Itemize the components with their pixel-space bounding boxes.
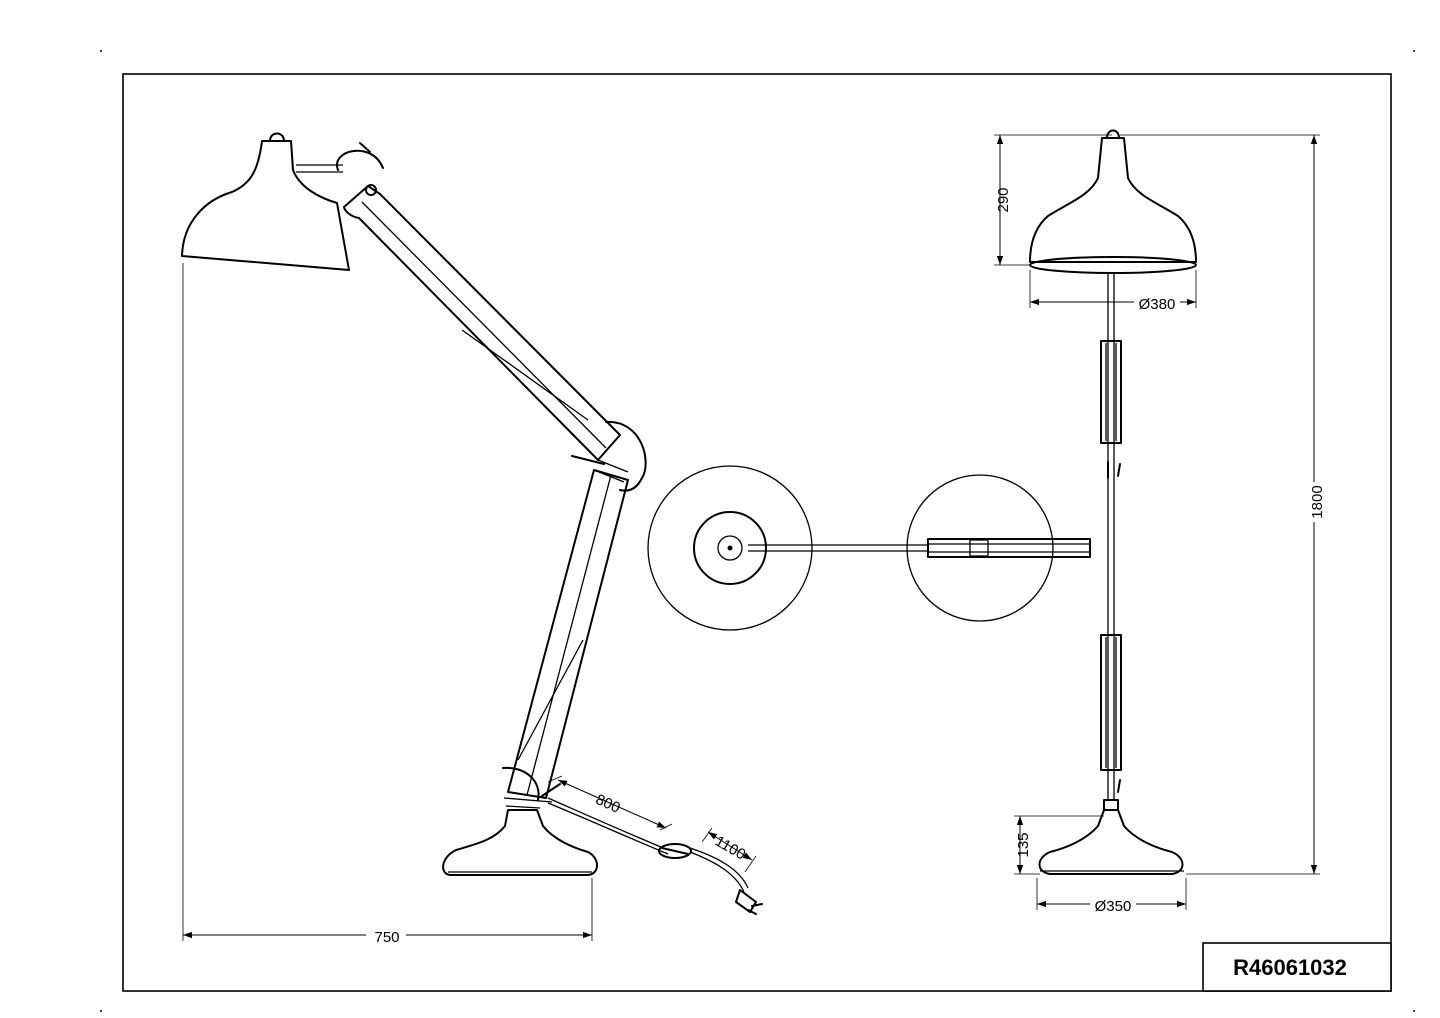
front-view: 290 Ø380 1800 135 Ø350 <box>994 129 1326 915</box>
side-view: 750 800 1100 <box>181 132 763 946</box>
part-number-box: R46061032 <box>1202 942 1392 992</box>
dim-total-height: 1800 <box>1309 485 1326 518</box>
front-upper-arm <box>1100 340 1122 479</box>
part-number: R46061032 <box>1233 955 1347 980</box>
lower-arm <box>507 469 629 799</box>
dim-base-diameter: Ø350 <box>1095 898 1132 915</box>
crop-marks <box>100 50 1415 1012</box>
front-view-base <box>1038 799 1184 875</box>
side-view-shade <box>181 132 350 271</box>
plug-icon <box>735 889 763 915</box>
dim-base-reach: 750 <box>374 929 399 946</box>
dim-shade-diameter: Ø380 <box>1139 296 1176 313</box>
top-view-base-outline <box>647 465 813 631</box>
lower-joint <box>502 766 561 809</box>
side-view-base <box>442 809 598 876</box>
dim-base-height: 135 <box>1015 832 1032 857</box>
front-view-shade <box>1029 129 1197 274</box>
dim-cable-to-switch: 800 <box>593 791 623 817</box>
front-lower-arm <box>1100 634 1122 793</box>
upper-arm <box>343 185 621 461</box>
middle-joint <box>571 420 647 492</box>
drawing-frame <box>122 73 1392 992</box>
dim-shade-height: 290 <box>995 187 1012 212</box>
foot-switch-icon <box>658 843 692 859</box>
top-view <box>647 465 1091 631</box>
top-joint <box>336 142 384 196</box>
top-view-shade-outline <box>906 474 1054 622</box>
